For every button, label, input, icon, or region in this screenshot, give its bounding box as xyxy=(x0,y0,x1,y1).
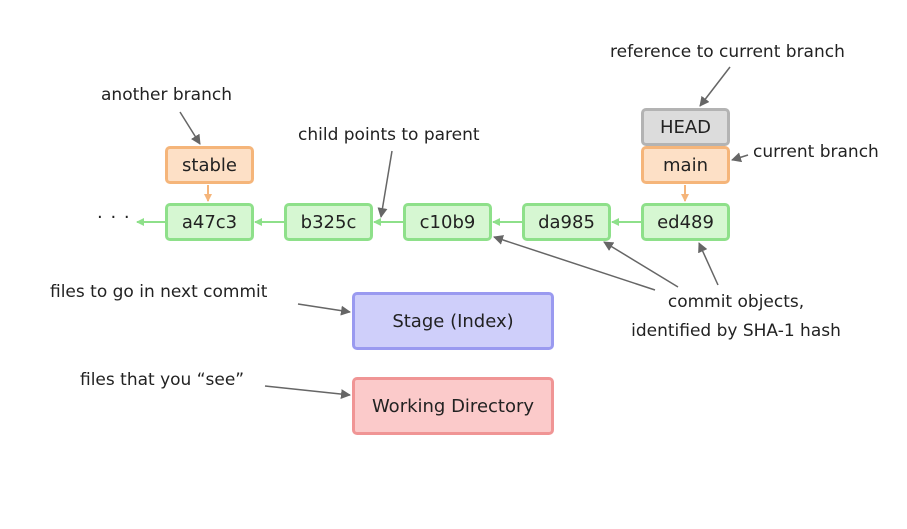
head-pointer[interactable]: HEAD xyxy=(641,108,730,146)
annotation-files-you-see: files that you “see” xyxy=(80,370,245,390)
commit-a47c3[interactable]: a47c3 xyxy=(165,203,254,241)
annotation-reference-to-current-branch: reference to current branch xyxy=(610,42,845,62)
arrow-commit-to-ed489 xyxy=(698,242,719,286)
history-ellipsis: · · · xyxy=(97,207,131,228)
annotation-current-branch: current branch xyxy=(753,142,879,162)
working-directory-box[interactable]: Working Directory xyxy=(352,377,554,435)
commit-ed489[interactable]: ed489 xyxy=(641,203,730,241)
stage-index-box[interactable]: Stage (Index) xyxy=(352,292,554,350)
commit-da985[interactable]: da985 xyxy=(522,203,611,241)
arrow-reference-to-current-branch xyxy=(699,66,731,107)
annotation-another-branch: another branch xyxy=(101,85,232,105)
arrow-files-next-commit xyxy=(297,303,351,316)
annotation-child-points-to-parent: child points to parent xyxy=(298,125,480,145)
branch-main[interactable]: main xyxy=(641,146,730,184)
annotation-files-next-commit: files to go in next commit xyxy=(50,282,268,302)
arrow-commit-to-da985 xyxy=(603,241,679,288)
arrow-child-points-to-parent xyxy=(377,150,393,218)
arrow-files-you-see xyxy=(264,385,351,400)
commit-c10b9[interactable]: c10b9 xyxy=(403,203,492,241)
annotation-commit-objects-line1: commit objects, xyxy=(667,292,805,312)
arrow-current-branch xyxy=(731,152,749,163)
arrow-commit-to-c10b9 xyxy=(493,235,656,291)
commit-b325c[interactable]: b325c xyxy=(284,203,373,241)
branch-stable[interactable]: stable xyxy=(165,146,254,184)
arrow-another-branch xyxy=(179,111,201,145)
annotation-commit-objects-line2: identified by SHA-1 hash xyxy=(631,321,841,341)
